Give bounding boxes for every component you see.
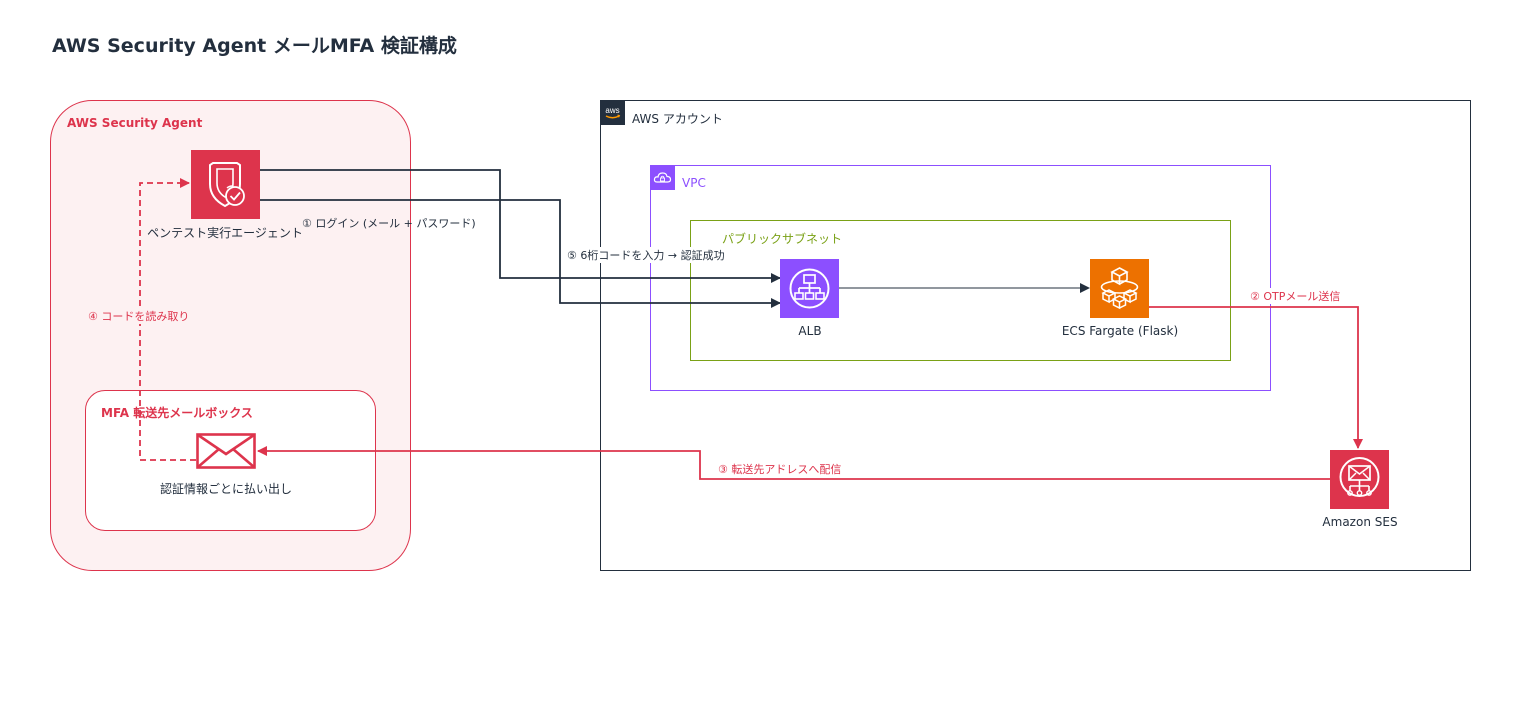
edge-login <box>260 169 781 283</box>
edge-enter-code <box>260 199 781 308</box>
mfa-mailbox-group-label: MFA 転送先メールボックス <box>101 406 253 420</box>
aws-logo-icon: aws <box>600 100 625 125</box>
edge-label-otp-send: ② OTPメール送信 <box>1248 288 1343 304</box>
ses-label: Amazon SES <box>1322 515 1398 529</box>
aws-account-group <box>600 100 1471 571</box>
security-agent-group-label: AWS Security Agent <box>67 116 203 130</box>
ses-icon <box>1330 450 1389 513</box>
edge-forward <box>257 446 1330 480</box>
vpc-cloud-lock-icon <box>650 165 675 190</box>
edge-label-login: ① ログイン (メール + パスワード) <box>302 217 476 230</box>
pentest-agent-label: ペンテスト実行エージェント <box>147 226 303 240</box>
edge-label-read-code: ④ コードを読み取り <box>86 308 192 324</box>
page-title: AWS Security Agent メールMFA 検証構成 <box>52 35 457 57</box>
public-subnet-group <box>690 220 1231 361</box>
alb-label: ALB <box>798 324 822 338</box>
aws-account-group-label: AWS アカウント <box>632 112 723 126</box>
security-agent-shield-icon <box>191 150 260 219</box>
svg-text:aws: aws <box>605 106 619 115</box>
mail-label: 認証情報ごとに払い出し <box>159 482 293 496</box>
ecs-label: ECS Fargate (Flask) <box>1061 324 1179 338</box>
vpc-group-label: VPC <box>682 176 706 190</box>
public-subnet-group-label: パブリックサブネット <box>722 232 843 246</box>
envelope-icon <box>196 433 256 473</box>
load-balancer-icon <box>780 259 839 322</box>
edge-label-forward: ③ 転送先アドレスへ配信 <box>716 461 844 477</box>
fargate-icon <box>1090 259 1149 322</box>
edge-otp-send <box>1149 306 1363 449</box>
edge-label-enter-code: ⑤ 6桁コードを入力 → 認証成功 <box>565 247 727 263</box>
